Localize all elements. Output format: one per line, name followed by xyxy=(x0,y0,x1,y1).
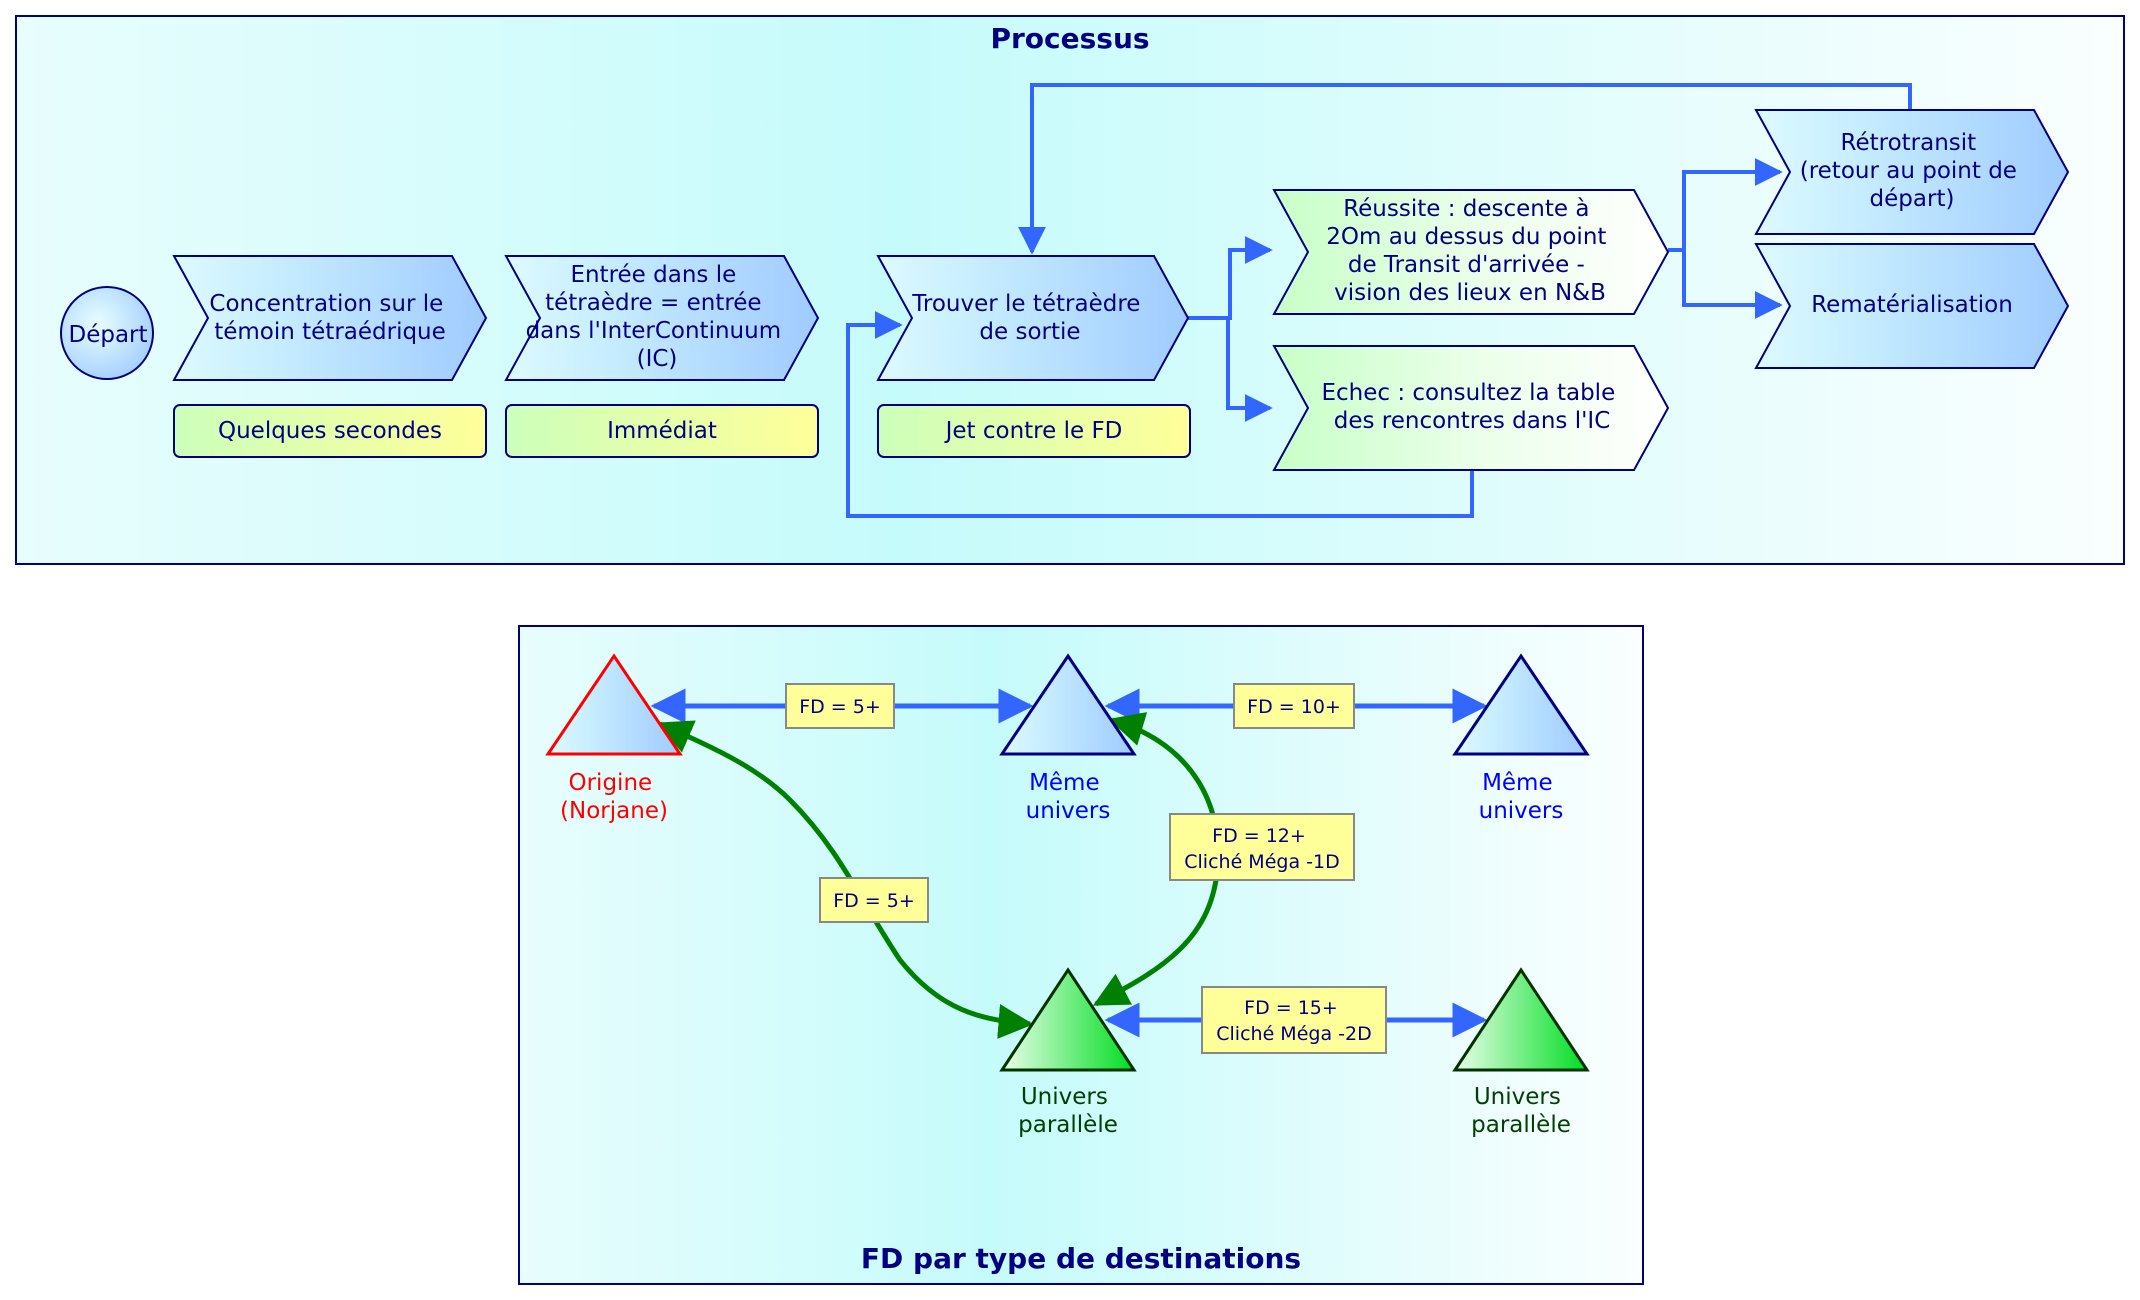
node-meme2-label: Même xyxy=(1482,770,1553,796)
step-entree-line: Entrée dans le xyxy=(570,262,736,288)
edge-label-text: Cliché Méga -1D xyxy=(1184,851,1339,873)
node-meme1-label: univers xyxy=(1026,798,1111,824)
step-reussite-line: 2Om au dessus du point xyxy=(1326,224,1606,250)
edge-label-text: FD = 15+ xyxy=(1244,997,1338,1019)
step-trouver-line: de sortie xyxy=(979,319,1080,345)
step-retrotransit-line: Rétrotransit xyxy=(1841,130,1977,156)
step-concentration-line: témoin tétraédrique xyxy=(214,319,446,345)
svg-text:Concentration sur le t: Concentration sur le témoin tétraédrique xyxy=(209,291,450,345)
step-retrotransit: Rétrotransit (retour au point de départ) xyxy=(1754,109,2070,235)
svg-text:Entrée dans le tétraèd: Entrée dans le tétraèdre = entrée dans l… xyxy=(526,262,789,372)
node-univers-parallele-2: Univers parallèle xyxy=(1452,967,1590,1138)
edge-reussite-to-rematerialisation xyxy=(1682,250,1783,319)
node-meme2-label: univers xyxy=(1479,798,1564,824)
step-reussite-line: de Transit d'arrivée - xyxy=(1348,252,1585,278)
start-node: Départ xyxy=(60,286,154,380)
svg-text:Univers parallèle: Univers parallèle xyxy=(1471,1084,1571,1138)
note-concentration: Quelques secondes xyxy=(173,404,487,458)
edge-label-para1-para2: FD = 15+ Cliché Méga -2D xyxy=(1201,986,1387,1054)
edge-label-meme1-meme2: FD = 10+ xyxy=(1233,683,1355,729)
svg-text:Rematérialisation: Rematérialisation xyxy=(1811,292,2013,318)
step-entree-line: dans l'InterContinuum xyxy=(526,318,782,344)
step-retrotransit-line: (retour au point de xyxy=(1800,158,2017,184)
svg-text:Univers parallèle: Univers parallèle xyxy=(1018,1084,1118,1138)
step-echec-line: des rencontres dans l'IC xyxy=(1334,408,1611,434)
edge-trouver-to-echec xyxy=(1188,316,1273,422)
process-connectors xyxy=(846,83,1912,518)
node-para2-label: parallèle xyxy=(1471,1112,1571,1138)
note-entree-label: Immédiat xyxy=(607,418,717,444)
step-echec-line: Echec : consultez la table xyxy=(1321,380,1615,406)
node-origine-label: Origine xyxy=(569,770,653,796)
note-entree: Immédiat xyxy=(505,404,819,458)
edge-label-text: FD = 5+ xyxy=(799,696,881,718)
step-trouver: Trouver le tétraèdre de sortie xyxy=(876,255,1190,381)
destinations-panel: FD par type de destinations FD = 5+ FD =… xyxy=(518,625,1644,1285)
node-origine: Origine (Norjane) xyxy=(545,653,683,824)
edge-label-text: FD = 5+ xyxy=(833,890,915,912)
edge-label-text: FD = 10+ xyxy=(1247,696,1341,718)
node-para1-label: parallèle xyxy=(1018,1112,1118,1138)
svg-text:Réussite : descente à: Réussite : descente à 2Om au dessus du p… xyxy=(1326,196,1613,306)
step-rematerialisation: Rematérialisation xyxy=(1754,243,2070,369)
edge-reussite-to-retrotransit xyxy=(1668,158,1783,252)
step-trouver-line: Trouver le tétraèdre xyxy=(911,291,1140,317)
edge-label-meme1-para1: FD = 12+ Cliché Méga -1D xyxy=(1169,813,1355,881)
step-entree-line: tétraèdre = entrée xyxy=(545,290,761,316)
edge-label-origine-meme1: FD = 5+ xyxy=(785,683,895,729)
step-concentration-line: Concentration sur le xyxy=(209,291,443,317)
edge-label-origine-para1: FD = 5+ xyxy=(819,877,929,923)
step-entree: Entrée dans le tétraèdre = entrée dans l… xyxy=(504,255,820,381)
edge-echec-loop xyxy=(846,311,1474,518)
process-panel: Processus Départ Concentration sur le té… xyxy=(15,15,2125,565)
node-para2-label: Univers xyxy=(1474,1084,1561,1110)
step-reussite-line: Réussite : descente à xyxy=(1343,196,1589,222)
step-reussite-line: vision des lieux en N&B xyxy=(1334,280,1606,306)
destinations-title: FD par type de destinations xyxy=(861,1242,1301,1275)
svg-text:Trouver le tétraèdre d: Trouver le tétraèdre de sortie xyxy=(911,291,1148,345)
svg-text:FD = 15+ Cliché Méga -: FD = 15+ Cliché Méga -2D xyxy=(1216,997,1371,1045)
svg-text:Origine (Norjane): Origine (Norjane) xyxy=(560,770,668,824)
node-meme1-label: Même xyxy=(1029,770,1100,796)
edge-label-text: Cliché Méga -2D xyxy=(1216,1023,1371,1045)
note-concentration-label: Quelques secondes xyxy=(218,418,442,444)
step-concentration: Concentration sur le témoin tétraédrique xyxy=(172,255,488,381)
step-retrotransit-line: départ) xyxy=(1870,186,1955,212)
step-reussite: Réussite : descente à 2Om au dessus du p… xyxy=(1272,189,1670,315)
svg-text:Echec : consultez la table: Echec : consultez la table des rencontre… xyxy=(1321,380,1622,434)
step-entree-line: (IC) xyxy=(637,346,678,372)
step-echec: Echec : consultez la table des rencontre… xyxy=(1272,345,1670,471)
step-rematerialisation-line: Rematérialisation xyxy=(1811,292,2013,318)
node-para1-label: Univers xyxy=(1021,1084,1108,1110)
edge-origine-para1 xyxy=(656,720,1034,1039)
svg-text:Rétrotransit (retour a: Rétrotransit (retour au point de départ) xyxy=(1800,130,2025,212)
edge-label-text: FD = 12+ xyxy=(1212,825,1306,847)
node-meme-univers-1: Même univers xyxy=(999,653,1137,824)
process-title: Processus xyxy=(990,22,1149,55)
svg-text:Même univers: Même univers xyxy=(1479,770,1564,824)
svg-text:FD = 12+ Cliché Méga -: FD = 12+ Cliché Méga -1D xyxy=(1184,825,1339,873)
svg-text:Même univers: Même univers xyxy=(1026,770,1111,824)
node-univers-parallele-1: Univers parallèle xyxy=(999,967,1137,1138)
node-origine-label: (Norjane) xyxy=(560,798,668,824)
node-meme-univers-2: Même univers xyxy=(1452,653,1590,824)
note-trouver-label: Jet contre le FD xyxy=(944,418,1123,444)
note-trouver: Jet contre le FD xyxy=(877,404,1191,458)
edge-retrotransit-loop xyxy=(1018,83,1912,255)
start-label: Départ xyxy=(68,322,147,348)
